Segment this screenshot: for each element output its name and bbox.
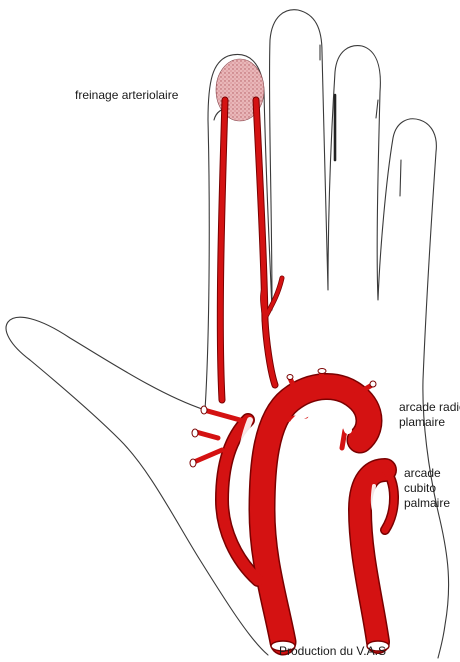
label-radio-palmar-arch: arcade radio plamaire [399,400,460,430]
artery-network [190,100,394,651]
label-radio-line1: arcade radio [399,400,460,415]
label-cubito-line2: cubito [404,481,450,496]
label-cubito-line3: palmaire [404,496,450,511]
credit-text-value: Production du V.A.S [279,644,386,658]
label-radio-line2: plamaire [399,415,460,430]
label-fingertip-text: freinage arteriolaire [75,88,178,102]
credit-text: Production du V.A.S [279,644,386,659]
label-fingertip: freinage arteriolaire [75,88,178,103]
label-cubito-line1: arcade [404,466,450,481]
label-cubito-palmar-arch: arcade cubito palmaire [404,466,450,511]
